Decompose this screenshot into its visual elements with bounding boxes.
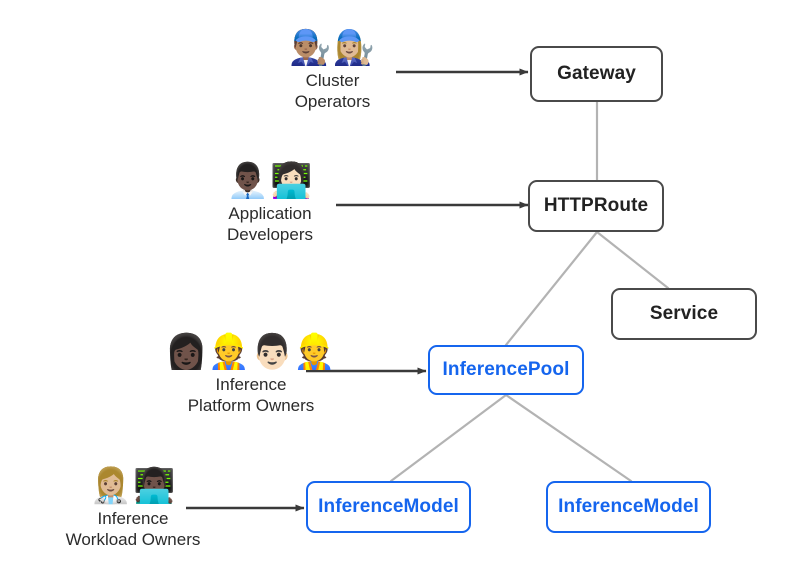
node-inferencepool-label: InferencePool — [442, 358, 570, 380]
inference-workload-owners-label: Inference Workload Owners — [65, 509, 201, 549]
cluster-operators-label: Cluster Operators — [294, 71, 371, 111]
node-inferencemodel-1-label: InferenceModel — [318, 495, 459, 517]
node-inferencemodel-2-label: InferenceModel — [558, 495, 699, 517]
edge-inferencepool-inferencemodel2 — [504, 393, 633, 483]
node-service[interactable]: Service — [611, 288, 757, 340]
application-developers-icon: 👨🏿‍💼👩🏻‍💻 — [226, 162, 314, 200]
application-developers-label: Application Developers — [227, 204, 313, 244]
node-inferencemodel-2[interactable]: InferenceModel — [546, 481, 711, 533]
node-httproute-label: HTTPRoute — [543, 194, 649, 216]
cluster-operators-icon: 👨🏽‍🔧👩🏼‍🔧 — [289, 29, 376, 67]
edge-inferencepool-inferencemodel1 — [389, 393, 508, 483]
persona-cluster-operators: 👨🏽‍🔧👩🏼‍🔧 Cluster Operators — [260, 28, 405, 112]
persona-application-developers: 👨🏿‍💼👩🏻‍💻 Application Developers — [196, 161, 344, 245]
persona-inference-platform-owners: 👩🏿‍👷👨🏻‍👷 Inference Platform Owners — [165, 332, 337, 416]
node-gateway-label: Gateway — [557, 62, 636, 84]
persona-inference-workload-owners: 👩🏼‍⚕️👨🏿‍💻 Inference Workload Owners — [44, 466, 222, 550]
node-httproute[interactable]: HTTPRoute — [528, 180, 664, 232]
inference-platform-owners-label: Inference Platform Owners — [187, 375, 315, 415]
edge-httproute-service — [595, 230, 670, 290]
node-inferencepool[interactable]: InferencePool — [428, 345, 584, 395]
inference-workload-owners-icon: 👩🏼‍⚕️👨🏿‍💻 — [89, 467, 177, 505]
edge-httproute-inferencepool — [504, 230, 599, 347]
node-gateway[interactable]: Gateway — [530, 46, 663, 102]
node-service-label: Service — [649, 302, 719, 324]
node-inferencemodel-1[interactable]: InferenceModel — [306, 481, 471, 533]
inference-platform-owners-icon: 👩🏿‍👷👨🏻‍👷 — [165, 333, 337, 371]
